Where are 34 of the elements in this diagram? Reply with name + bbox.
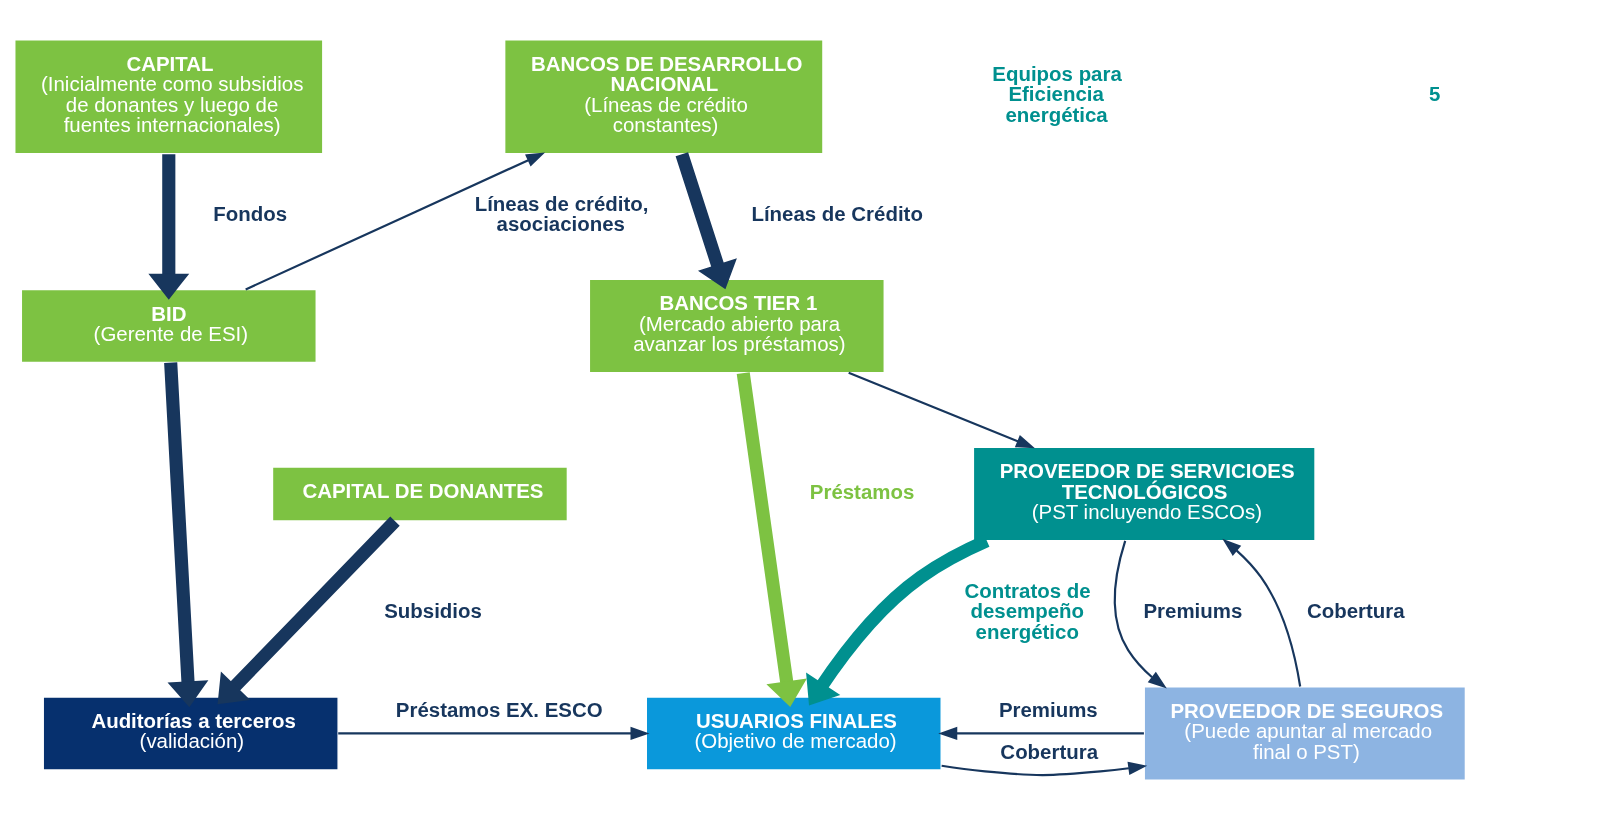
edge-label: Cobertura [1307, 598, 1405, 622]
arrow [217, 516, 400, 704]
edge-label: Cobertura [1000, 739, 1099, 763]
node-box: CAPITAL DE DONANTES [271, 465, 569, 522]
arrow [675, 151, 737, 289]
node-box: BID (Gerente de ESI) [20, 288, 317, 363]
label: Equipos para Eficiencia energética [992, 61, 1122, 126]
node-box: PROVEEDOR DE SEGUROS (Puede apuntar al mercado final o PST) [1143, 685, 1467, 781]
edge-label: Líneas de Crédito [751, 201, 923, 225]
edge-label: Préstamos [809, 479, 915, 503]
arrow [1113, 540, 1167, 689]
edge-label: Premiums [1143, 598, 1243, 622]
arrow [938, 726, 1144, 740]
arrow [736, 371, 807, 707]
node-box: BANCOS DE DESARROLLO NACIONAL (Líneas de crédito constantes) [503, 38, 824, 154]
node-box: PROVEEDOR DE SERVICIOES TECNOLÓGICOS (PST incluyendo ESCOs) [972, 446, 1316, 541]
arrow [148, 153, 190, 300]
arrow [1222, 538, 1302, 687]
arrow [848, 371, 1035, 448]
node-box: USUARIOS FINALES (Objetivo de mercado) [645, 695, 942, 771]
label: 5 [1428, 81, 1441, 105]
arrow [164, 361, 209, 707]
arrow [338, 726, 650, 740]
edge-label: Líneas de crédito, asociaciones [474, 191, 649, 235]
arrow [245, 152, 546, 290]
edge-label: Premiums [998, 697, 1098, 721]
node-box: Auditorías a terceros (validación) [42, 695, 339, 771]
arrow [941, 761, 1148, 776]
edge-label: Subsidios [384, 598, 482, 622]
node-box: BANCOS TIER 1 (Mercado abierto para avanzar los préstamos) [588, 278, 885, 373]
node-box: CAPITAL (Inicialmente como subsidios de donantes y luego de fuentes internacionales) [14, 38, 324, 154]
edge-label: Préstamos EX. ESCO [395, 697, 603, 721]
edge-label: Fondos [213, 201, 288, 225]
edge-label: Contratos de desempeño energético [964, 578, 1091, 643]
